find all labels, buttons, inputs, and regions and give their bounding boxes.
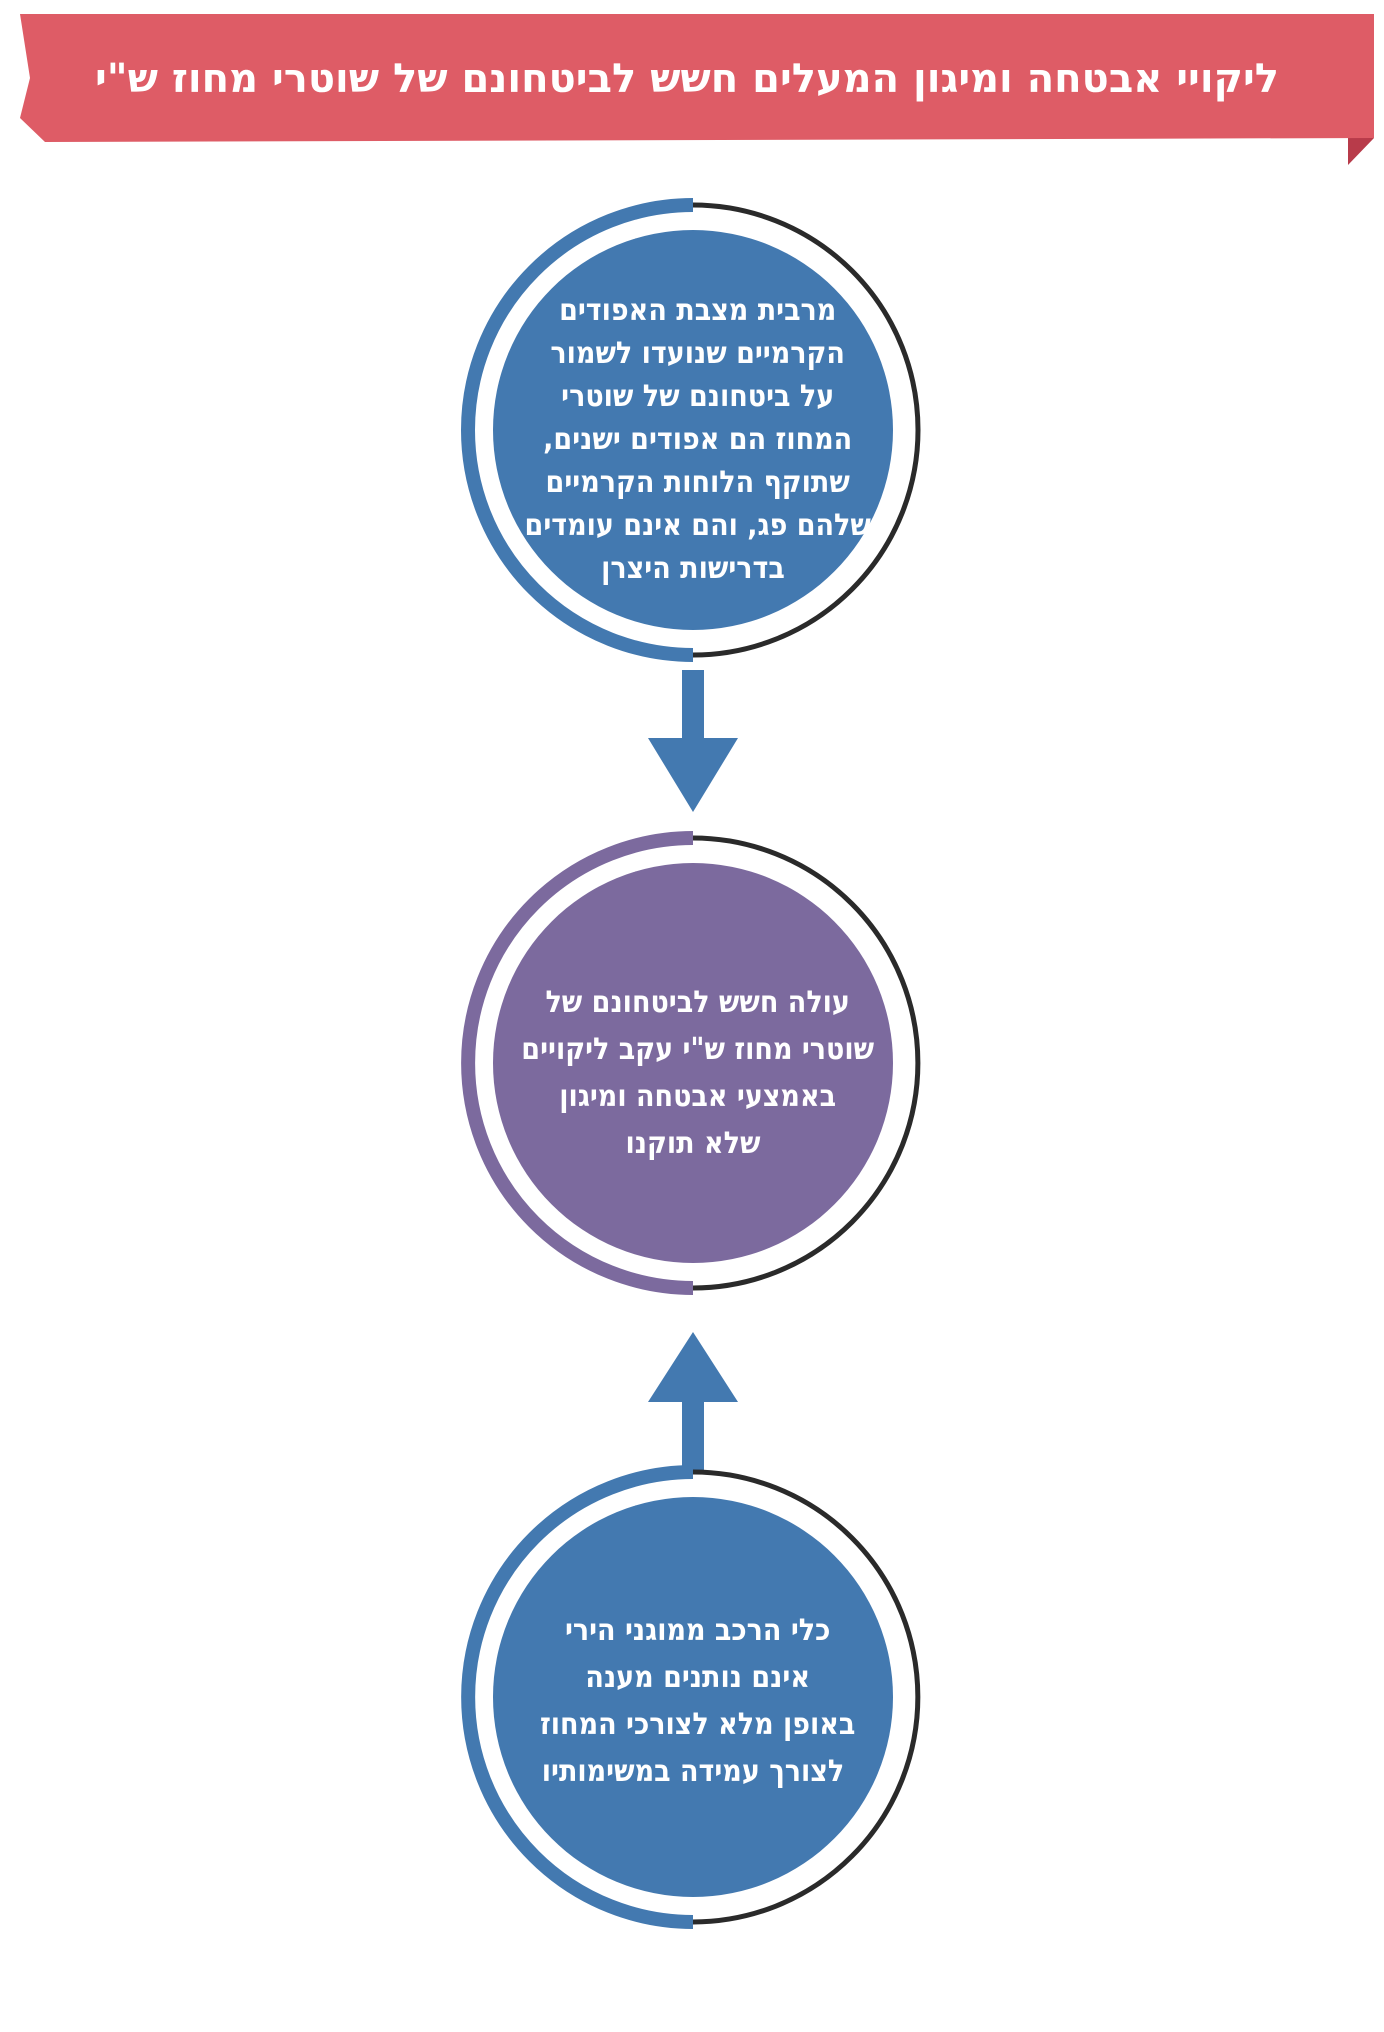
arrow-shaft (682, 670, 704, 740)
node-text-line: עולה חשש לביטחונם של (545, 985, 849, 1020)
node-ring (692, 202, 921, 658)
arrow-up-head (648, 1332, 738, 1402)
node-text: מרבית מצבת האפודים הקרמיים שנועדו לשמור … (515, 293, 871, 586)
node-text-line: לצורך עמידה במשימותיו (542, 1754, 845, 1789)
arrow-bottom-to-middle (648, 1332, 738, 1472)
node-text-line: באופן מלא לצורכי המחוז (540, 1707, 855, 1742)
banner-shape (20, 14, 1374, 142)
node-text-line: שתוקף הלוחות הקרמיים (546, 465, 851, 500)
node-disc (493, 1497, 893, 1897)
node-text-line: שלהם פג, והם אינם עומדים (525, 508, 872, 543)
node-text-line: הקרמיים שנועדו לשמור (550, 336, 845, 371)
node-disc (493, 863, 893, 1263)
arrow-down-head (648, 738, 738, 812)
node-top: מרבית מצבת האפודים הקרמיים שנועדו לשמור … (461, 198, 921, 662)
node-text: כלי הרכב ממוגני הירי אינם נותנים מענה בא… (531, 1613, 856, 1789)
arrow-shaft (682, 1400, 704, 1472)
banner-fold (1348, 138, 1374, 165)
node-bottom: כלי הרכב ממוגני הירי אינם נותנים מענה בא… (461, 1465, 921, 1929)
node-text-line: המחוז הם אפודים ישנים, (543, 422, 852, 457)
node-text-line: שוטרי מחוז ש"י עקב ליקויים (521, 1032, 874, 1067)
node-text: עולה חשש לביטחונם של שוטרי מחוז ש"י עקב … (512, 985, 875, 1161)
node-accent-arc (461, 831, 694, 1295)
page-title: ליקויי אבטחה ומיגון המעלים חשש לביטחונם … (95, 56, 1279, 102)
node-text-line: באמצעי אבטחה ומיגון (559, 1079, 836, 1114)
node-text-line: שלא תוקנו (626, 1126, 761, 1161)
node-disc (493, 230, 893, 630)
node-accent-arc (461, 198, 694, 662)
node-ring (692, 835, 921, 1291)
node-text-line: אינם נותנים מענה (585, 1660, 810, 1695)
arrow-top-to-middle (648, 670, 738, 812)
node-accent-arc (461, 1465, 694, 1929)
node-middle: עולה חשש לביטחונם של שוטרי מחוז ש"י עקב … (461, 831, 921, 1295)
header-banner: ליקויי אבטחה ומיגון המעלים חשש לביטחונם … (20, 14, 1374, 165)
node-text-line: כלי הרכב ממוגני הירי (565, 1613, 831, 1648)
node-ring (692, 1469, 921, 1925)
node-text-line: בדרישות היצרן (601, 551, 785, 586)
node-text-line: על ביטחונם של שוטרי (561, 379, 834, 414)
node-text-line: מרבית מצבת האפודים (559, 293, 836, 328)
